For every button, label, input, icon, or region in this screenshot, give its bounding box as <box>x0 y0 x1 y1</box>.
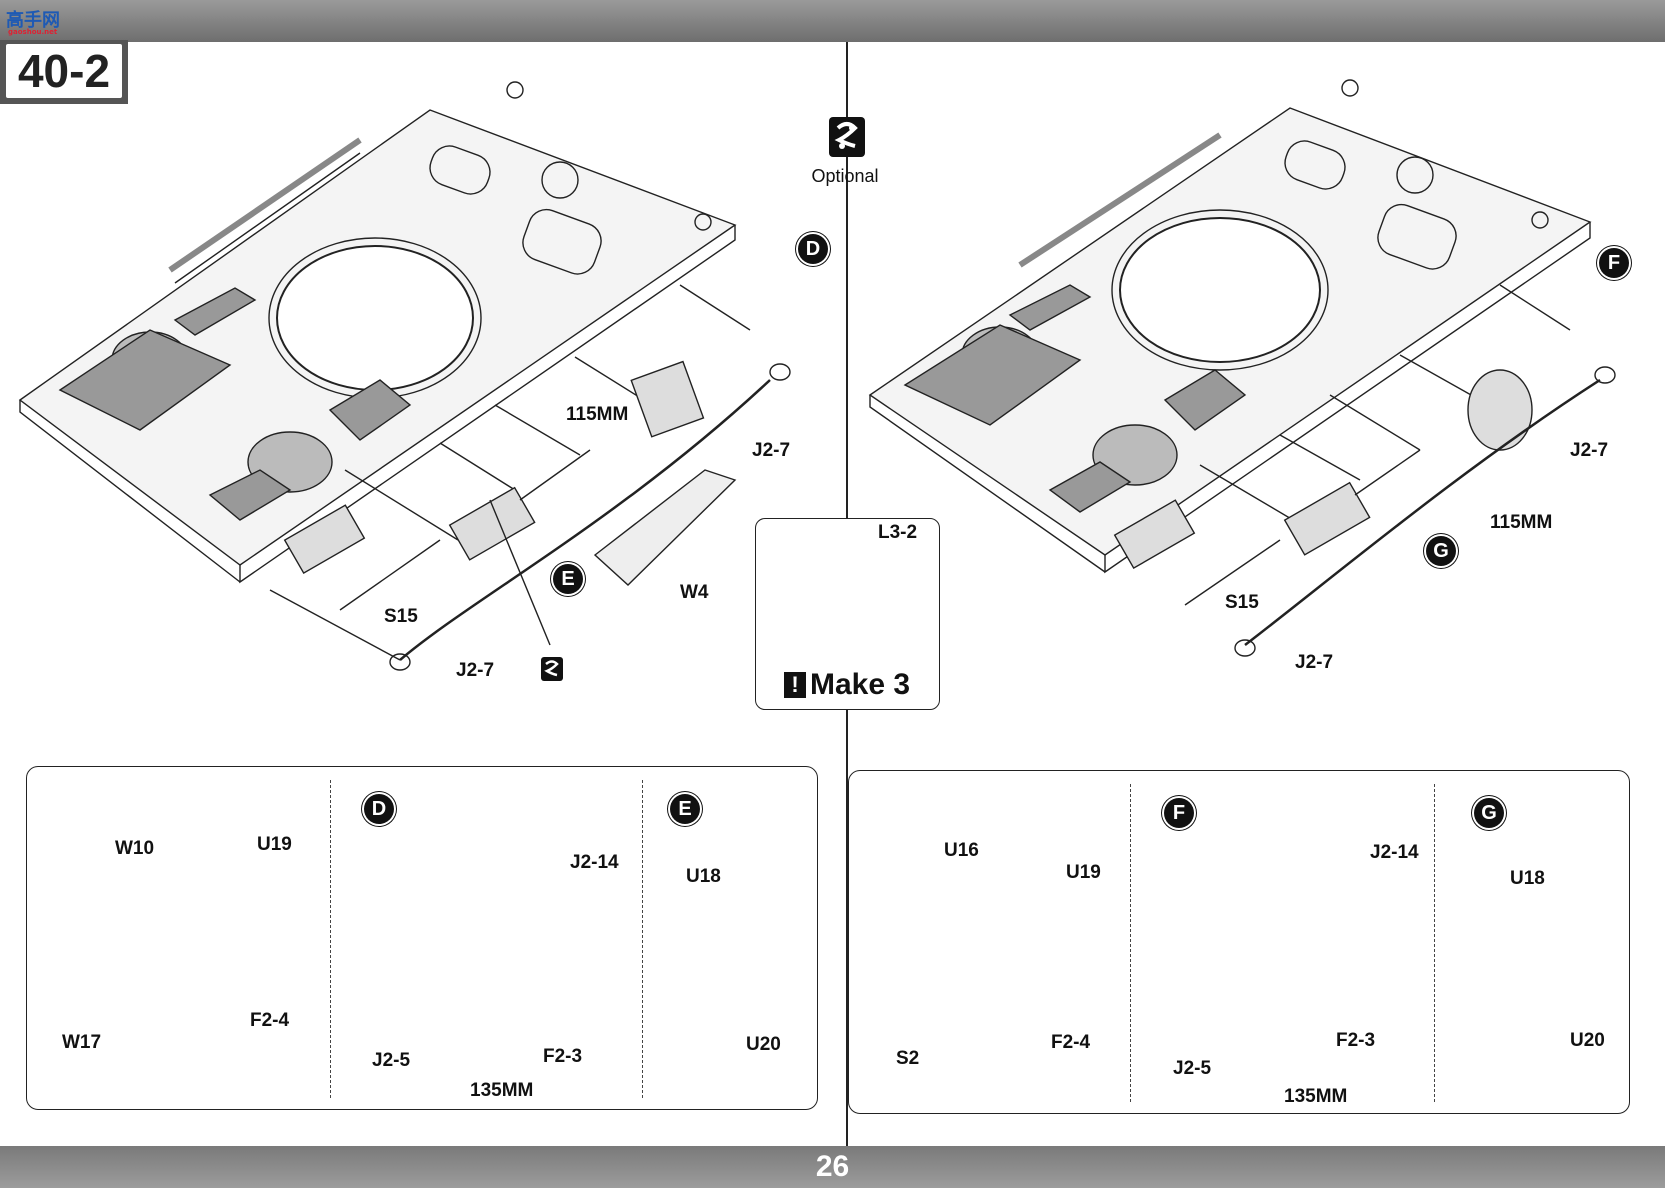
part-label: F2-3 <box>543 1046 583 1067</box>
optional-icon <box>541 657 563 681</box>
cable-label: 115MM <box>1490 512 1553 533</box>
part-label: F2-3 <box>1336 1030 1376 1051</box>
part-label: F2-4 <box>250 1010 290 1031</box>
part-label: L3-2 <box>878 522 918 543</box>
tow-cable-label: J2-7 <box>752 440 791 461</box>
part-label: U19 <box>257 834 292 855</box>
site-logo-text: 高手网 <box>6 10 60 30</box>
callout-e: E <box>553 564 583 594</box>
divider <box>1130 784 1131 1102</box>
callout-g: G <box>1426 536 1456 566</box>
part-label: U18 <box>686 866 721 887</box>
site-url: gaoshou.net <box>8 28 58 36</box>
divider <box>642 780 643 1098</box>
exclamation-icon: ! <box>784 672 806 698</box>
detail-panel-right <box>848 770 1630 1114</box>
divider <box>1434 784 1435 1102</box>
part-label: W10 <box>115 838 155 859</box>
callout-f: F <box>1599 248 1629 278</box>
part-label: J2-5 <box>1173 1058 1212 1079</box>
part-label: W17 <box>62 1032 102 1053</box>
part-label: S2 <box>896 1048 920 1069</box>
right-hull-deck <box>868 79 1616 657</box>
make-count: Make 3 <box>810 668 911 701</box>
rail-label: S15 <box>1225 592 1259 613</box>
part-label: U16 <box>944 840 979 861</box>
left-hull-deck <box>18 81 791 671</box>
callout-e: E <box>670 794 700 824</box>
panel-label: W4 <box>680 582 709 603</box>
step-number: 40-2 <box>6 44 122 98</box>
part-label: U20 <box>1570 1030 1605 1051</box>
top-bar <box>0 0 1665 42</box>
site-logo: 高手网 gaoshou.net <box>6 6 70 36</box>
tow-cable-label: J2-7 <box>1570 440 1609 461</box>
rail-label: S15 <box>384 606 418 627</box>
page-number: 26 <box>815 1150 850 1183</box>
part-label: J2-5 <box>372 1050 411 1071</box>
part-label: J2-14 <box>1370 842 1419 863</box>
part-label: F2-4 <box>1051 1032 1091 1053</box>
cable-label: 115MM <box>566 404 629 425</box>
bottom-bar <box>0 1146 1665 1188</box>
part-label: U20 <box>746 1034 781 1055</box>
callout-d: D <box>798 234 828 264</box>
optional-label: Optional <box>811 166 879 186</box>
tow-cable-label: J2-7 <box>1295 652 1334 673</box>
callout-g: G <box>1474 798 1504 828</box>
optional-icon <box>829 117 865 157</box>
divider <box>330 780 331 1098</box>
detail-panel-left <box>26 766 818 1110</box>
part-label: U19 <box>1066 862 1101 883</box>
tow-cable-label: J2-7 <box>456 660 495 681</box>
part-label: 135MM <box>470 1080 534 1101</box>
part-label: U18 <box>1510 868 1545 889</box>
part-label: J2-14 <box>570 852 619 873</box>
callout-f: F <box>1164 798 1194 828</box>
callout-d: D <box>364 794 394 824</box>
part-label: 135MM <box>1284 1086 1348 1107</box>
